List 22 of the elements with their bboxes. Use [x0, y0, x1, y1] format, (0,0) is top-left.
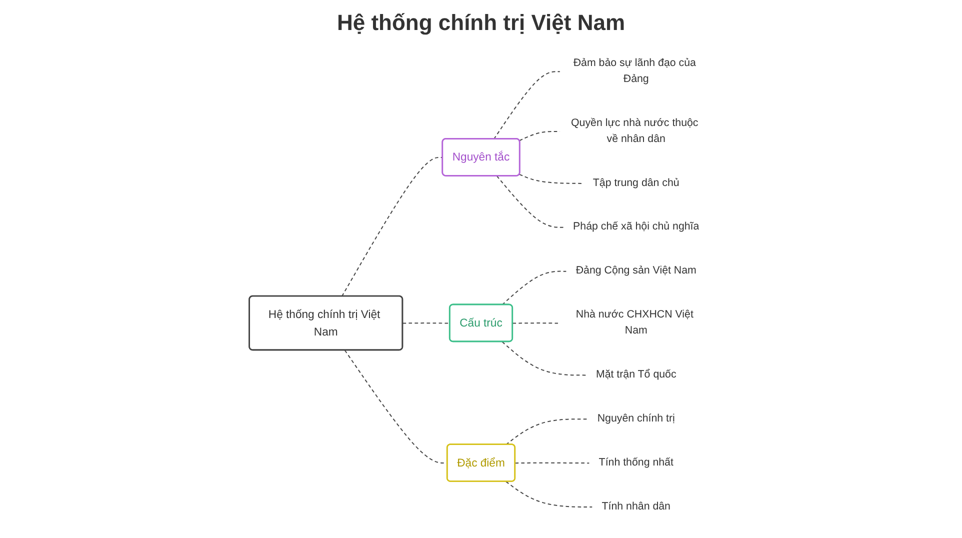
diagram-title: Hệ thống chính trị Việt Nam [336, 10, 626, 36]
node-text: Đảm bảo sự lãnh đạo của Đảng [573, 57, 696, 85]
node-text: Quyền lực nhà nước thuộc về nhân dân [571, 117, 698, 145]
connector [502, 341, 587, 376]
node-text: Nguyên chính trị [597, 412, 675, 424]
connector [502, 270, 567, 306]
connector [514, 462, 590, 464]
connector [512, 322, 560, 324]
connector [402, 322, 450, 324]
node-text: Đảng Cộng sản Việt Nam [576, 265, 696, 276]
connector [505, 481, 593, 508]
node-text: Tính nhân dân [602, 500, 670, 512]
node-text: Nhà nước CHXHCN Việt Nam [576, 308, 694, 336]
connector [341, 156, 444, 297]
node-text: Pháp chế xã hội chủ nghĩa [573, 221, 700, 232]
connector [505, 418, 588, 446]
node-text: Mặt trận Tổ quốc [596, 368, 676, 380]
connector [493, 71, 560, 140]
node-text: Tính thống nhất [598, 456, 674, 468]
connector [496, 175, 564, 228]
connector [518, 174, 584, 184]
node-text: Tập trung dân chủ [592, 177, 680, 188]
